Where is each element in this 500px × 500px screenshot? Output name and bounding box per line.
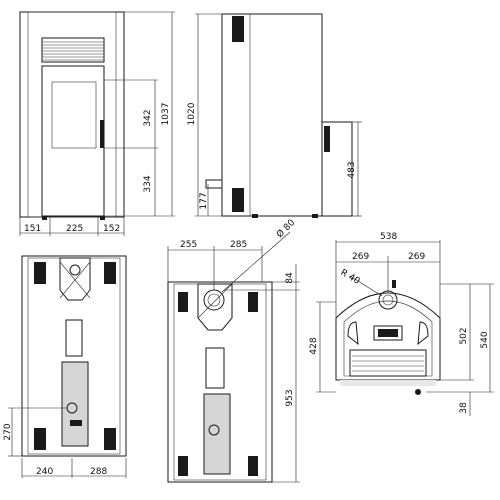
front-grille <box>41 37 105 63</box>
side-handle <box>324 126 330 152</box>
side-body-outline <box>221 13 323 217</box>
back-detail-vent-tr <box>248 292 258 312</box>
dim-detail-84: 84 <box>285 272 295 284</box>
side-foot-left <box>252 214 258 218</box>
top-flue <box>378 290 398 310</box>
back-vent-top-right <box>104 262 116 284</box>
back-detail-window <box>205 347 225 389</box>
back-detail-flue <box>203 289 225 311</box>
front-door-handle <box>100 120 104 148</box>
dim-side-1020: 1020 <box>187 102 197 125</box>
back-detail-outline <box>167 281 273 483</box>
back-view <box>8 255 127 478</box>
back-top-circle <box>69 264 81 276</box>
back-vent-bottom-left <box>34 428 46 450</box>
dim-detail-255: 255 <box>180 240 197 250</box>
top-flue-tab <box>392 280 396 288</box>
side-view <box>195 13 362 218</box>
dim-top-38: 38 <box>459 402 469 414</box>
dim-front-151: 151 <box>24 224 41 234</box>
back-detail-view <box>167 231 300 483</box>
front-inner-panel <box>27 11 117 218</box>
dim-detail-953: 953 <box>285 389 295 406</box>
side-pipe <box>205 179 223 189</box>
top-front-grille <box>349 349 427 377</box>
dim-top-269-left: 269 <box>352 252 369 262</box>
dim-back-288: 288 <box>90 467 107 477</box>
back-detail-vent-tl <box>178 292 188 312</box>
dim-front-225: 225 <box>66 224 83 234</box>
top-view <box>316 240 494 416</box>
back-vent-bottom-right <box>104 428 116 450</box>
dim-detail-285: 285 <box>230 240 247 250</box>
back-detail-vent-bl <box>178 456 188 476</box>
back-top-frame <box>59 257 91 301</box>
front-view <box>19 11 175 236</box>
dim-top-428: 428 <box>309 337 319 354</box>
back-body-outline <box>21 255 127 457</box>
side-right-panel <box>321 121 353 217</box>
dim-front-152: 152 <box>103 224 120 234</box>
front-grille-slats <box>42 41 104 61</box>
front-foot-left <box>42 216 47 220</box>
back-detail-frame <box>197 283 233 331</box>
front-foot-right <box>100 216 105 220</box>
dim-top-radius: R 40 <box>339 268 362 287</box>
top-left-arc <box>347 321 359 346</box>
top-control-panel <box>373 325 403 341</box>
dim-back-240: 240 <box>36 467 53 477</box>
top-knob <box>415 389 421 395</box>
side-top-vent <box>232 16 244 42</box>
dim-side-483: 483 <box>347 161 357 178</box>
side-bottom-vent <box>232 188 244 212</box>
dim-front-342: 342 <box>143 109 153 126</box>
dim-top-269-right: 269 <box>408 252 425 262</box>
front-body-outline <box>19 11 125 218</box>
dim-side-177: 177 <box>199 192 209 209</box>
dim-front-334: 334 <box>143 175 153 192</box>
back-outlet <box>66 402 78 414</box>
back-window <box>65 319 83 357</box>
front-door-glass <box>51 81 97 149</box>
back-vent-top-left <box>34 262 46 284</box>
dim-top-538: 538 <box>380 232 397 242</box>
front-door <box>41 65 105 217</box>
dim-back-270: 270 <box>3 423 13 440</box>
dim-top-502: 502 <box>459 327 469 344</box>
side-foot-right <box>312 214 318 218</box>
dim-front-1037: 1037 <box>161 103 171 126</box>
dim-top-540: 540 <box>480 331 490 348</box>
top-right-arc <box>417 321 429 346</box>
dim-detail-diameter: Ø 80 <box>274 217 297 240</box>
back-detail-vent-br <box>248 456 258 476</box>
